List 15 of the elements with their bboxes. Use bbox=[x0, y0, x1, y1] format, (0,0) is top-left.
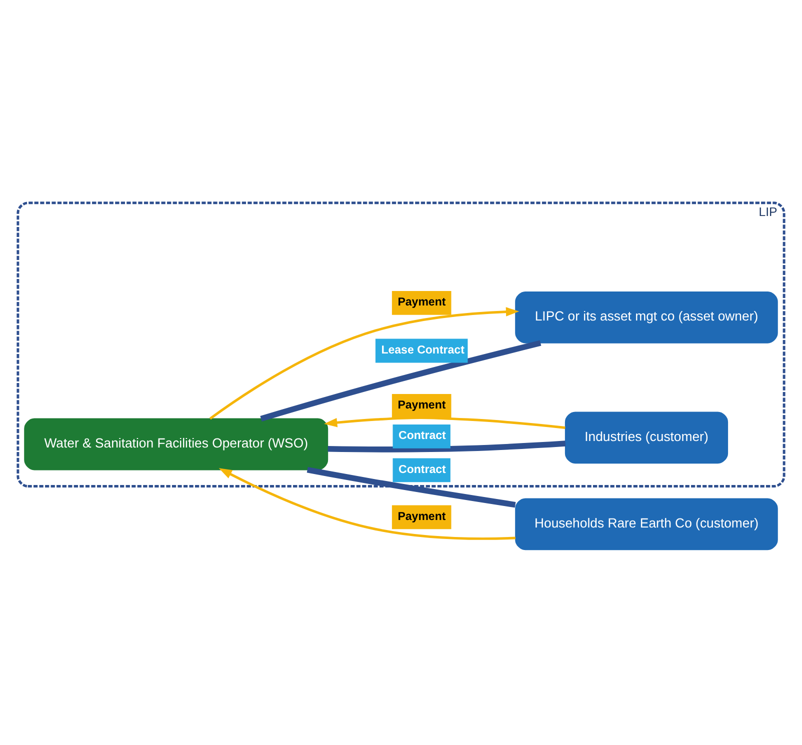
node-box: Industries (customer) bbox=[564, 411, 728, 464]
edge-label: Payment bbox=[398, 510, 446, 522]
node-box: LIPC or its asset mgt co (asset owner) bbox=[515, 290, 778, 343]
edge-label: Payment bbox=[398, 399, 446, 412]
arrow bbox=[324, 416, 566, 428]
connector bbox=[328, 440, 566, 452]
edge-label: Contract bbox=[398, 430, 446, 442]
node-box: Households Rare Earth Co (customer) bbox=[515, 498, 778, 550]
connector bbox=[260, 340, 542, 421]
edge-label: Lease Contract bbox=[381, 344, 464, 356]
connector bbox=[306, 466, 516, 508]
arrow bbox=[218, 468, 516, 540]
edge-label: Contract bbox=[398, 463, 446, 476]
edge-label: Payment bbox=[398, 296, 446, 308]
node-box: Water & Sanitation Facilities Operator (WSO) bbox=[24, 418, 328, 470]
